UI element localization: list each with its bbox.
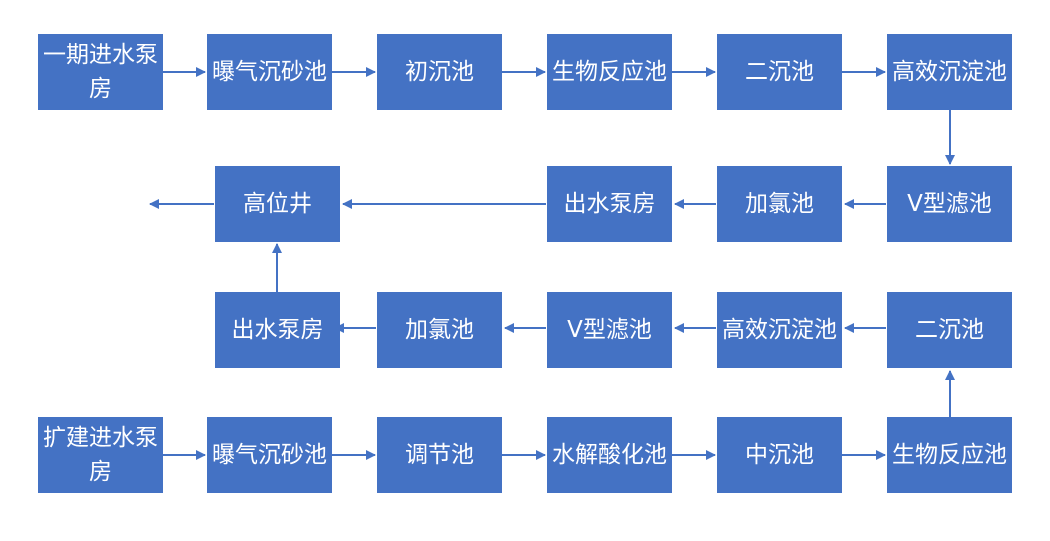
box-phase1-bioreactor: 生物反应池 (547, 34, 672, 110)
box-expansion-high-efficiency-sedimentation: 高效沉淀池 (717, 292, 842, 368)
box-expansion-bioreactor: 生物反应池 (887, 417, 1012, 493)
box-expansion-v-filter: V型滤池 (547, 292, 672, 368)
box-expansion-hydrolysis-acidification: 水解酸化池 (547, 417, 672, 493)
box-expansion-inlet-pump: 扩建进水泵房 (38, 417, 163, 493)
box-expansion-intermediate-clarifier: 中沉池 (717, 417, 842, 493)
box-high-level-well: 高位井 (215, 166, 340, 242)
box-phase1-outlet-pump: 出水泵房 (547, 166, 672, 242)
box-phase1-v-filter: V型滤池 (887, 166, 1012, 242)
box-phase1-aerated-grit-chamber: 曝气沉砂池 (207, 34, 332, 110)
box-expansion-equalization-tank: 调节池 (377, 417, 502, 493)
box-phase1-high-efficiency-sedimentation: 高效沉淀池 (887, 34, 1012, 110)
box-expansion-aerated-grit-chamber: 曝气沉砂池 (207, 417, 332, 493)
box-expansion-secondary-clarifier: 二沉池 (887, 292, 1012, 368)
box-phase1-secondary-clarifier: 二沉池 (717, 34, 842, 110)
box-expansion-chlorination: 加氯池 (377, 292, 502, 368)
box-phase1-chlorination: 加氯池 (717, 166, 842, 242)
box-expansion-outlet-pump: 出水泵房 (215, 292, 340, 368)
box-phase1-primary-clarifier: 初沉池 (377, 34, 502, 110)
box-phase1-inlet-pump: 一期进水泵房 (38, 34, 163, 110)
